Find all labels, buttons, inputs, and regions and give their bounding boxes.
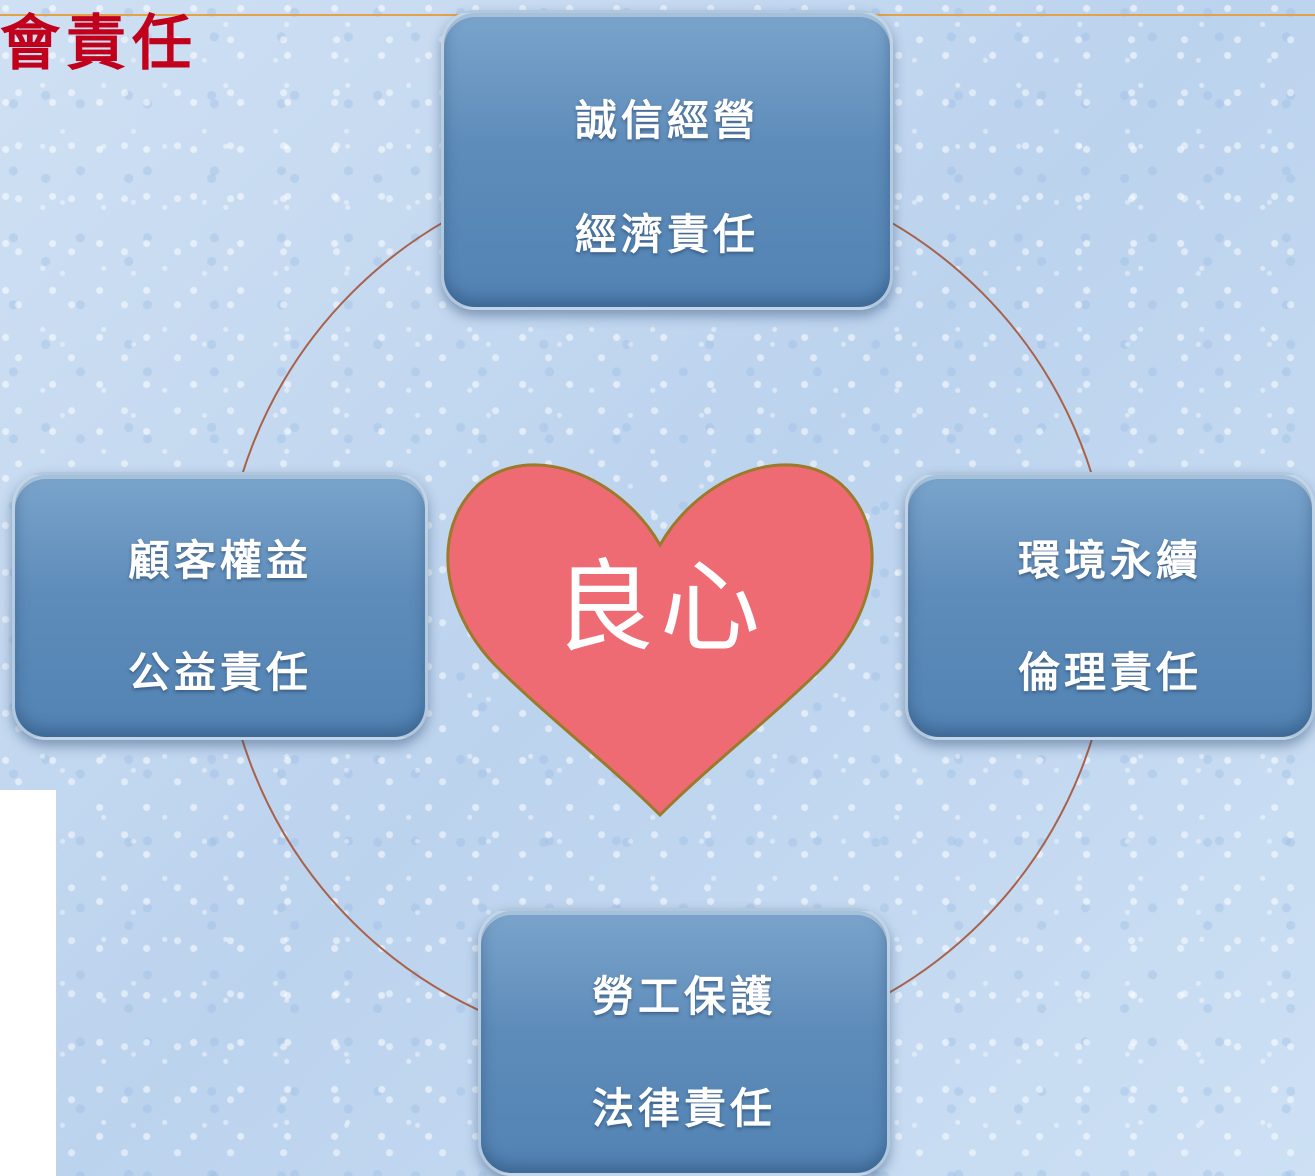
node-bottom-line-2: 法律責任	[591, 1084, 776, 1133]
node-top-line-2: 經濟責任	[574, 210, 759, 259]
node-right-line-2: 倫理責任	[1017, 648, 1202, 697]
heart-shape	[446, 463, 874, 818]
node-integrity-economic: 誠信經營 經濟責任	[441, 10, 893, 310]
white-panel	[0, 790, 56, 1176]
node-bottom-line-1: 勞工保護	[591, 972, 776, 1021]
node-customer-public: 顧客權益 公益責任	[12, 472, 428, 740]
node-right-line-1: 環境永續	[1017, 536, 1202, 585]
page-title: 會責任	[0, 9, 198, 79]
node-environment-ethics: 環境永續 倫理責任	[905, 472, 1315, 740]
heart-label: 良心	[554, 549, 766, 666]
node-left-line-1: 顧客權益	[127, 536, 312, 585]
node-top-line-1: 誠信經營	[574, 96, 759, 145]
node-labor-legal: 勞工保護 法律責任	[478, 908, 890, 1176]
node-left-line-2: 公益責任	[127, 648, 312, 697]
